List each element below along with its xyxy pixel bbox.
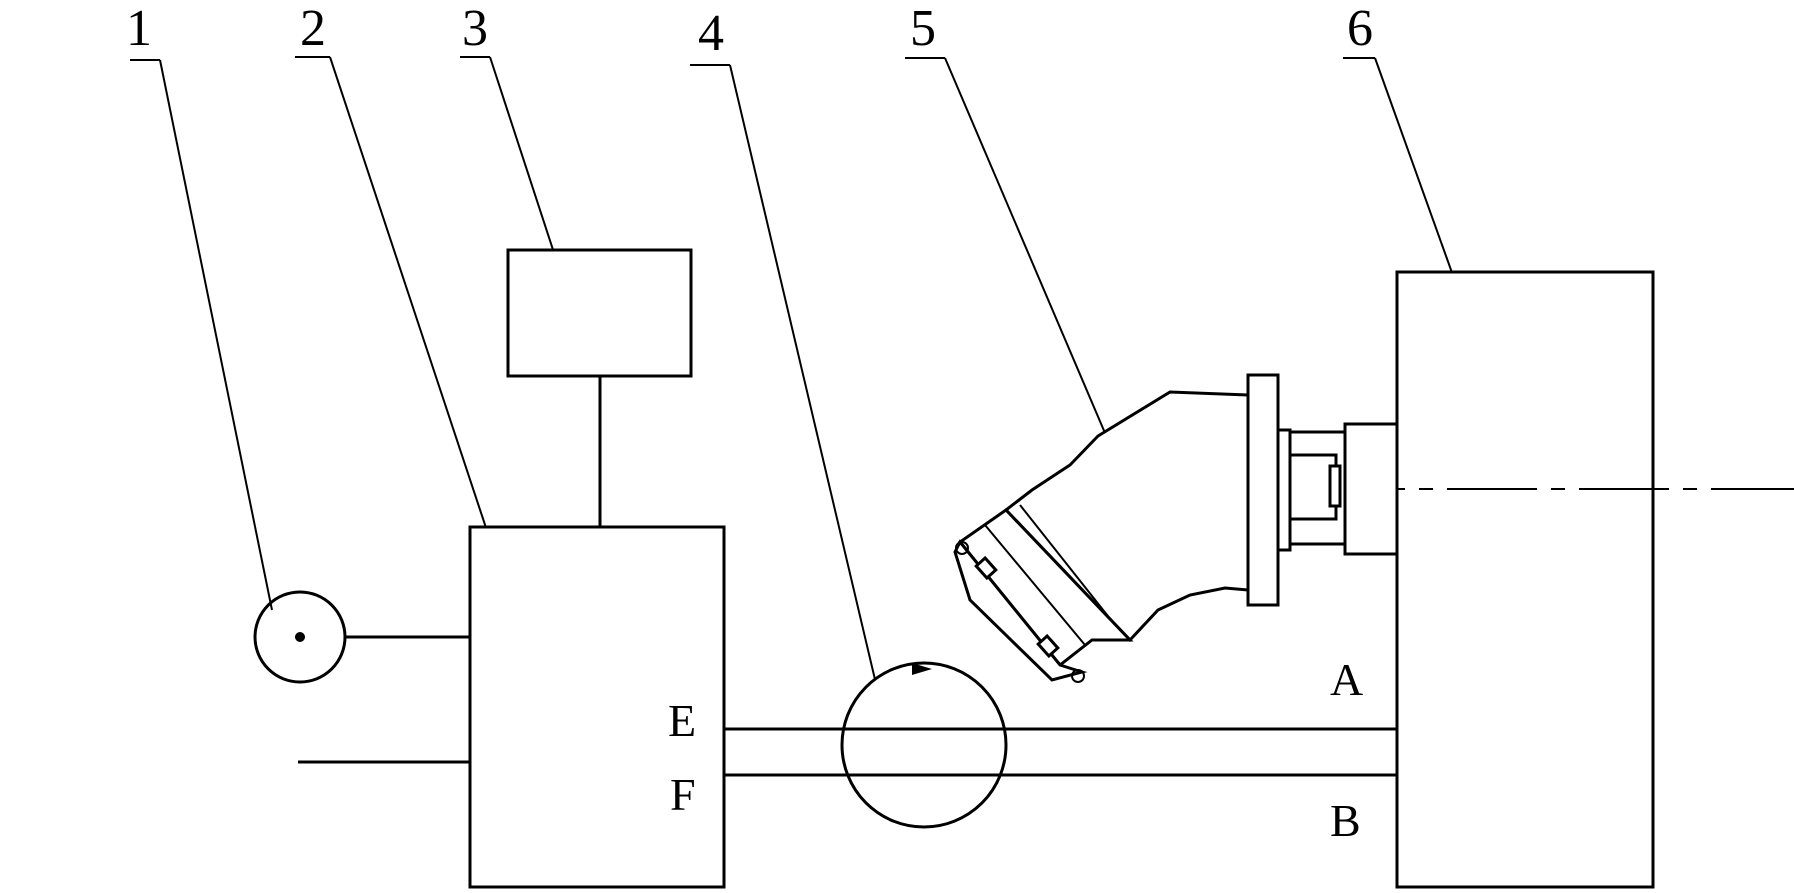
component-4-pump (842, 663, 1006, 827)
label-2: 2 (300, 0, 326, 57)
label-5: 5 (910, 0, 936, 57)
port-f-label: F (670, 769, 696, 820)
label-1: 1 (126, 0, 152, 57)
component-3-box (508, 250, 691, 376)
port-a-label: A (1330, 654, 1363, 705)
component-6-box (1397, 272, 1653, 887)
port-e-label: E (668, 695, 696, 746)
leader-6 (1343, 58, 1460, 295)
gauge-center-dot (295, 632, 305, 642)
label-4: 4 (698, 5, 724, 62)
component-5-motor (955, 375, 1290, 682)
port-b-label: B (1330, 795, 1361, 846)
leader-3 (460, 57, 557, 262)
leader-2 (295, 57, 497, 561)
leader-1 (130, 60, 272, 610)
label-3: 3 (462, 0, 488, 57)
shaft-coupling (1286, 424, 1397, 554)
leader-5 (905, 58, 1105, 433)
label-6: 6 (1347, 0, 1373, 57)
